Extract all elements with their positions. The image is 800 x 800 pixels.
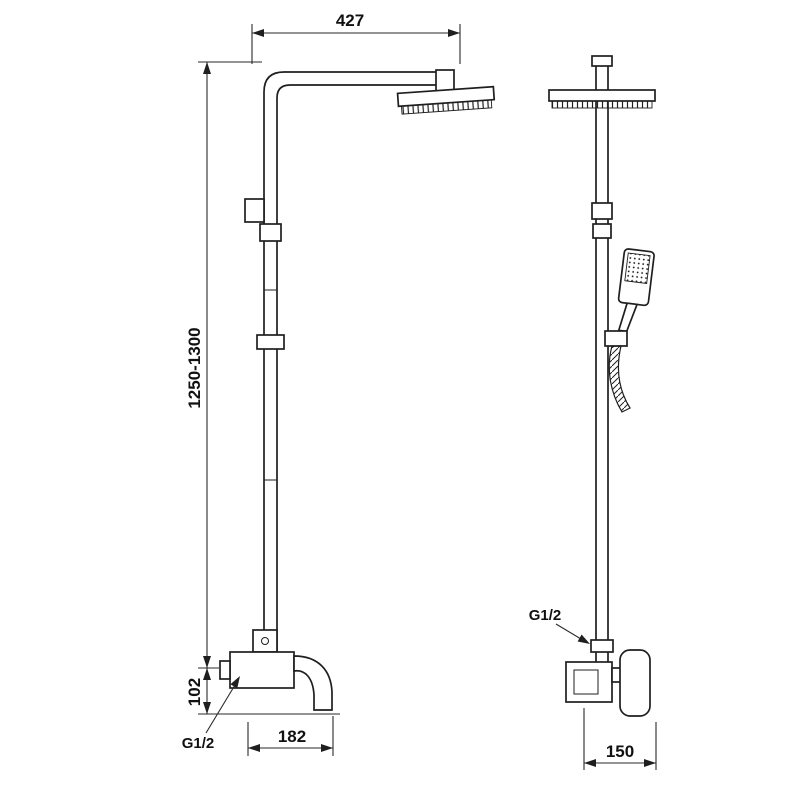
dimension-182: 182 [247,716,334,756]
dim-label-102: 102 [185,678,204,706]
pipe-sleeve-front [259,223,282,242]
leader-line [205,679,239,734]
hand-shower [604,248,655,413]
mixer-faceplate-detail [573,669,599,695]
mixer-side [565,639,651,717]
arrowhead-left [252,29,264,37]
dim-label-427: 427 [336,11,364,30]
front-view: 427 1250-1300 102 G1/2 [182,11,496,756]
pipe-sleeve-side [592,223,612,239]
shower-head-nozzles [400,99,493,115]
slider-clamp-front [256,334,285,350]
mixer-spout [293,655,333,711]
arrowhead-down [203,702,211,714]
side-view: G1/2 150 [529,55,657,770]
pipe-top-cap [591,55,613,67]
arrowhead-left [248,744,260,752]
mixer-inlet-nut [590,639,614,653]
riser-pipe-and-arm [263,71,440,652]
g12-label-side: G1/2 [529,607,562,624]
wall-bracket-front [244,198,265,223]
pipe-inner-line [276,84,440,652]
arrowhead-leader [577,634,590,644]
g12-label-front: G1/2 [182,735,215,752]
mixer-front [219,629,333,711]
mixer-body-side [565,661,613,703]
arrowhead-right [448,29,460,37]
arrowhead-down [203,656,211,668]
arrowhead-leader [230,676,240,689]
mixer-diverter-knob [261,637,269,645]
wall-bracket-side [591,202,613,220]
mixer-top-fitting [252,629,278,653]
g12-callout-side: G1/2 [529,607,590,644]
shower-head-side [548,89,656,109]
dimension-427: 427 [251,11,461,64]
mixer-inlet-stub [219,660,231,680]
shower-head-nozzles-side [551,100,653,109]
arrowhead-right [644,759,656,767]
dim-label-182: 182 [278,727,306,746]
mixer-handle-lever [619,649,651,717]
shower-head-front [396,85,496,115]
arrowhead-up [203,668,211,680]
riser-pipe-side [591,55,613,662]
dimension-height: 1250-1300 102 [185,61,340,715]
arrowhead-left [584,759,596,767]
arrowhead-up [203,62,211,74]
hand-shower-spray-face [624,252,651,284]
mixer-body-front [229,651,295,689]
dimension-150: 150 [583,708,657,770]
g12-callout-front: G1/2 [182,676,240,752]
shower-hose [608,345,631,413]
arrowhead-right [321,744,333,752]
hand-shower-neck [617,302,639,333]
shower-head-plate-side [548,89,656,102]
pipe-outer-line [263,71,440,652]
dim-label-150: 150 [606,742,634,761]
slider-holder-side [604,330,628,347]
shower-arm-connector [435,69,455,92]
dim-label-height-range: 1250-1300 [185,327,204,408]
